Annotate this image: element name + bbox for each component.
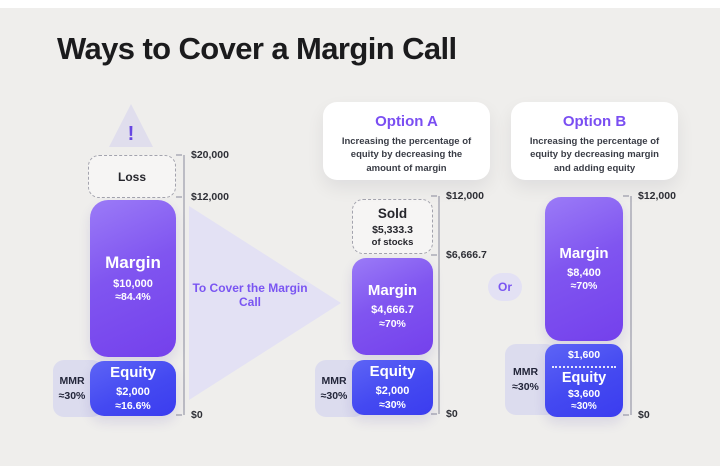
option-b-description: Increasing the percentage of equity by d… xyxy=(529,136,660,174)
y-axis-option-a xyxy=(438,196,440,414)
segment-percent: ≈70% xyxy=(570,280,598,293)
tick-label-12000: $12,000 xyxy=(191,191,229,203)
segment-value: $2,000 xyxy=(116,386,150,399)
tick-label-12000: $12,000 xyxy=(446,190,484,202)
sold-subtext: of stocks xyxy=(371,236,414,248)
option-b-card: Option B Increasing the percentage of eq… xyxy=(511,102,678,180)
sold-label: Sold xyxy=(377,205,408,221)
segment-value: $8,400 xyxy=(567,266,601,279)
tick-mark xyxy=(176,154,182,156)
margin-segment-left: Margin $10,000 ≈84.4% xyxy=(90,200,176,357)
sold-callout: Sold $5,333.3 of stocks xyxy=(352,199,433,254)
segment-value: $4,666.7 xyxy=(371,304,414,317)
equity-segment-option-a: Equity $2,000 ≈30% xyxy=(352,360,433,415)
or-separator: Or xyxy=(488,273,522,301)
dotted-divider xyxy=(552,365,616,368)
tick-mark xyxy=(176,196,182,198)
tick-label-0: $0 xyxy=(638,409,650,421)
y-axis-option-b xyxy=(630,196,632,415)
mmr-label: MMR xyxy=(512,366,539,379)
tick-label-0: $0 xyxy=(446,408,458,420)
cover-arrow-label: To Cover the Margin Call xyxy=(192,281,308,310)
added-equity-value: $1,600 xyxy=(567,349,601,361)
sold-value: $5,333.3 xyxy=(372,223,413,236)
option-b-title: Option B xyxy=(562,113,627,130)
segment-label: Equity xyxy=(561,369,607,386)
segment-percent: ≈84.4% xyxy=(115,290,151,303)
tick-mark xyxy=(431,254,437,256)
tick-mark xyxy=(431,195,437,197)
equity-segment-left: Equity $2,000 ≈16.6% xyxy=(90,361,176,416)
segment-label: Margin xyxy=(105,253,161,273)
segment-label: Margin xyxy=(559,244,609,262)
mmr-label: MMR xyxy=(321,375,347,388)
loss-callout: Loss xyxy=(88,155,176,198)
tick-label-0: $0 xyxy=(191,409,203,421)
option-a-card: Option A Increasing the percentage of eq… xyxy=(323,102,490,180)
segment-percent: ≈30% xyxy=(379,398,406,411)
tick-label-12000: $12,000 xyxy=(638,190,676,202)
option-a-title: Option A xyxy=(375,113,438,130)
top-border xyxy=(0,0,720,8)
segment-percent: ≈70% xyxy=(379,317,406,330)
warning-triangle-icon: ! xyxy=(109,104,153,147)
segment-value: $2,000 xyxy=(375,385,410,398)
equity-block-option-b: $1,600 Equity $3,600 ≈30% xyxy=(545,344,623,417)
tick-label-20000: $20,000 xyxy=(191,149,229,161)
tick-label-6666: $6,666.7 xyxy=(446,249,487,261)
segment-label: Margin xyxy=(367,282,418,300)
segment-percent: ≈16.6% xyxy=(115,399,151,412)
option-a-description: Increasing the percentage of equity by d… xyxy=(341,136,472,174)
loss-label: Loss xyxy=(117,169,146,184)
exclamation-mark: ! xyxy=(127,123,135,145)
margin-segment-option-a: Margin $4,666.7 ≈70% xyxy=(352,258,433,355)
mmr-value: ≈30% xyxy=(58,389,86,402)
segment-value: $10,000 xyxy=(113,277,153,290)
mmr-value: ≈30% xyxy=(320,389,348,402)
segment-label: Equity xyxy=(369,363,416,381)
mmr-value: ≈30% xyxy=(512,380,539,393)
tick-mark xyxy=(431,413,437,415)
tick-mark xyxy=(176,414,182,416)
mmr-label: MMR xyxy=(59,375,85,388)
segment-percent: ≈30% xyxy=(571,400,597,412)
segment-label: Equity xyxy=(110,364,156,382)
segment-value: $3,600 xyxy=(567,388,601,401)
tick-mark xyxy=(623,195,629,197)
tick-mark xyxy=(623,414,629,416)
page-title: Ways to Cover a Margin Call xyxy=(57,31,457,66)
y-axis-left xyxy=(183,155,185,415)
margin-segment-option-b: Margin $8,400 ≈70% xyxy=(545,197,623,341)
